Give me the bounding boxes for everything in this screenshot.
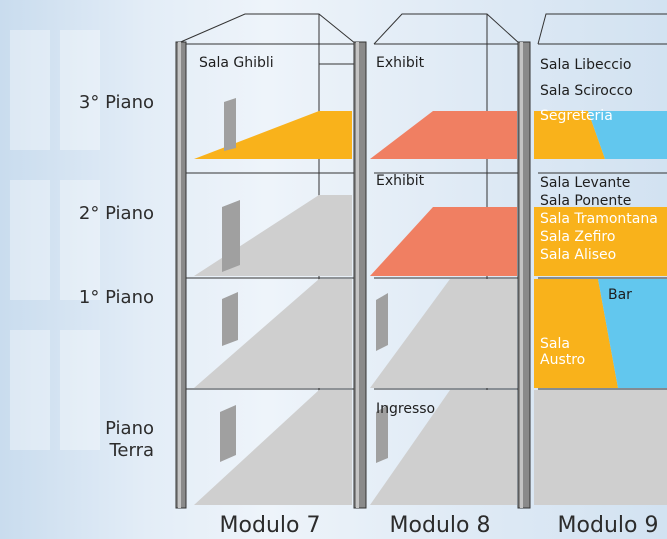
floor-label-terra: Piano Terra — [40, 418, 154, 462]
background-window — [10, 30, 50, 150]
room-exhibit-2: Exhibit — [376, 173, 425, 189]
room-sala-scirocco: Sala Scirocco — [540, 83, 633, 99]
module7-floor3-slab — [194, 111, 352, 159]
module9-ground-slab — [534, 390, 667, 505]
background-window — [10, 330, 50, 450]
floor-label-3: 3° Piano — [78, 92, 154, 113]
background-window — [60, 330, 100, 450]
floor-label-terra-line1: Piano — [105, 418, 154, 439]
door-ground — [220, 405, 236, 462]
background-window — [60, 30, 100, 150]
column-m8-m9 — [517, 41, 531, 509]
room-sala-austro-line2: Austro — [540, 352, 586, 368]
column-m7-m8 — [353, 41, 367, 509]
room-sala-tramontana: Sala Tramontana — [540, 211, 658, 227]
floor-label-1: 1° Piano — [78, 287, 154, 308]
module9-floor3-orange — [534, 111, 605, 159]
module7-floor2-slab — [194, 195, 352, 276]
room-sala-levante: Sala Levante — [540, 175, 631, 191]
floor-label-2: 2° Piano — [78, 203, 154, 224]
module7-ground-slab — [194, 390, 352, 505]
room-exhibit-3: Exhibit — [376, 55, 425, 71]
door-m8-floor1 — [376, 293, 388, 351]
module7-floor1-slab — [194, 279, 352, 388]
roof-outline — [175, 13, 667, 64]
background-window — [60, 180, 100, 300]
room-ingresso: Ingresso — [376, 401, 436, 417]
module9-frame — [538, 43, 667, 390]
door-m8-ground — [376, 405, 388, 463]
module9-floor3-blue — [588, 111, 667, 159]
door-floor1 — [222, 292, 238, 346]
door-floor3 — [224, 98, 236, 151]
module-label-8: Modulo 8 — [389, 513, 491, 538]
room-sala-zefiro: Sala Zefiro — [540, 229, 616, 245]
column-left-m7 — [175, 41, 187, 509]
room-sala-ponente: Sala Ponente — [540, 193, 632, 209]
module9-floor1-blue — [598, 279, 667, 388]
module8-floor1-slab — [370, 279, 517, 388]
room-sala-ghibli: Sala Ghibli — [199, 55, 274, 71]
room-sala-libeccio: Sala Libeccio — [540, 57, 632, 73]
module-label-9: Modulo 9 — [557, 513, 659, 538]
background-window — [10, 180, 50, 300]
module8-ground-slab — [370, 390, 517, 505]
module9-floor2-orange — [534, 207, 667, 276]
module-label-7: Modulo 7 — [219, 513, 321, 538]
room-sala-austro: Sala Austro — [540, 336, 585, 368]
room-sala-aliseo: Sala Aliseo — [540, 247, 617, 263]
room-bar: Bar — [608, 287, 632, 303]
room-sala-austro-line1: Sala — [540, 336, 570, 352]
module8-floor3-slab — [370, 111, 517, 159]
floor-label-terra-line2: Terra — [109, 440, 154, 461]
module9-floor1-orange — [534, 279, 618, 388]
module8-floor2-slab — [370, 207, 517, 276]
room-segreteria: Segreteria — [540, 108, 613, 124]
door-floor2 — [222, 200, 240, 272]
